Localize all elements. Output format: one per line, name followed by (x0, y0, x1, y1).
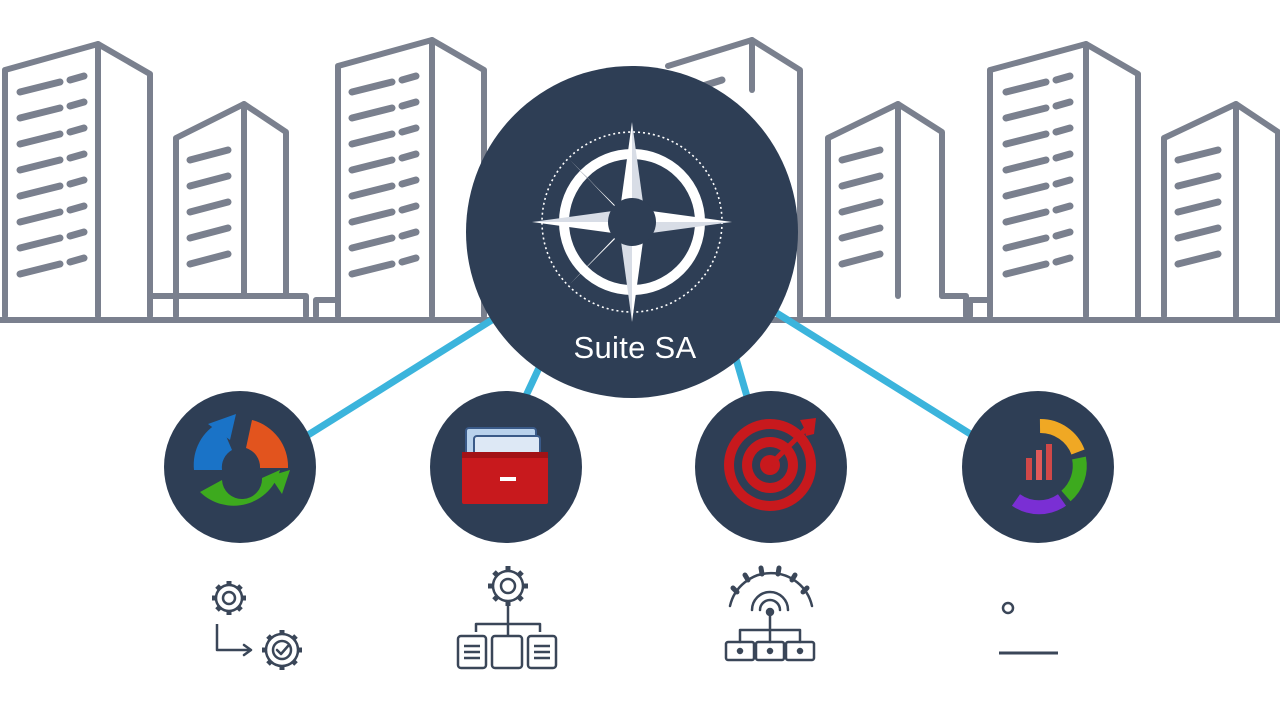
module-1-circle (164, 391, 316, 543)
donut-bar-chart-icon (1011, 418, 1087, 515)
module-1[interactable] (164, 391, 316, 543)
target-arrow-icon (724, 418, 816, 511)
hub-title: Suite SA (573, 330, 697, 365)
red-folder-icon (462, 427, 548, 504)
building-3 (313, 37, 487, 319)
gear-to-gear-check-icon (212, 581, 302, 670)
module-2[interactable] (430, 391, 582, 543)
building-7 (1161, 101, 1280, 319)
connectors (296, 308, 984, 444)
gear-signal-network-icon (724, 565, 816, 662)
workflow-cycle-icon (193, 414, 290, 506)
building-6 (967, 41, 1141, 319)
building-5 (825, 101, 969, 319)
module-3[interactable] (695, 391, 847, 543)
connector-4 (771, 308, 984, 444)
connector-1 (296, 314, 499, 444)
dot-line-icon (999, 601, 1058, 655)
compass-icon (532, 122, 732, 322)
gear-org-chart-icon (456, 566, 558, 670)
building-1 (2, 41, 309, 319)
module-4[interactable] (962, 391, 1114, 543)
hub (466, 66, 798, 398)
building-2 (173, 101, 289, 319)
city-skyline (0, 37, 1280, 323)
